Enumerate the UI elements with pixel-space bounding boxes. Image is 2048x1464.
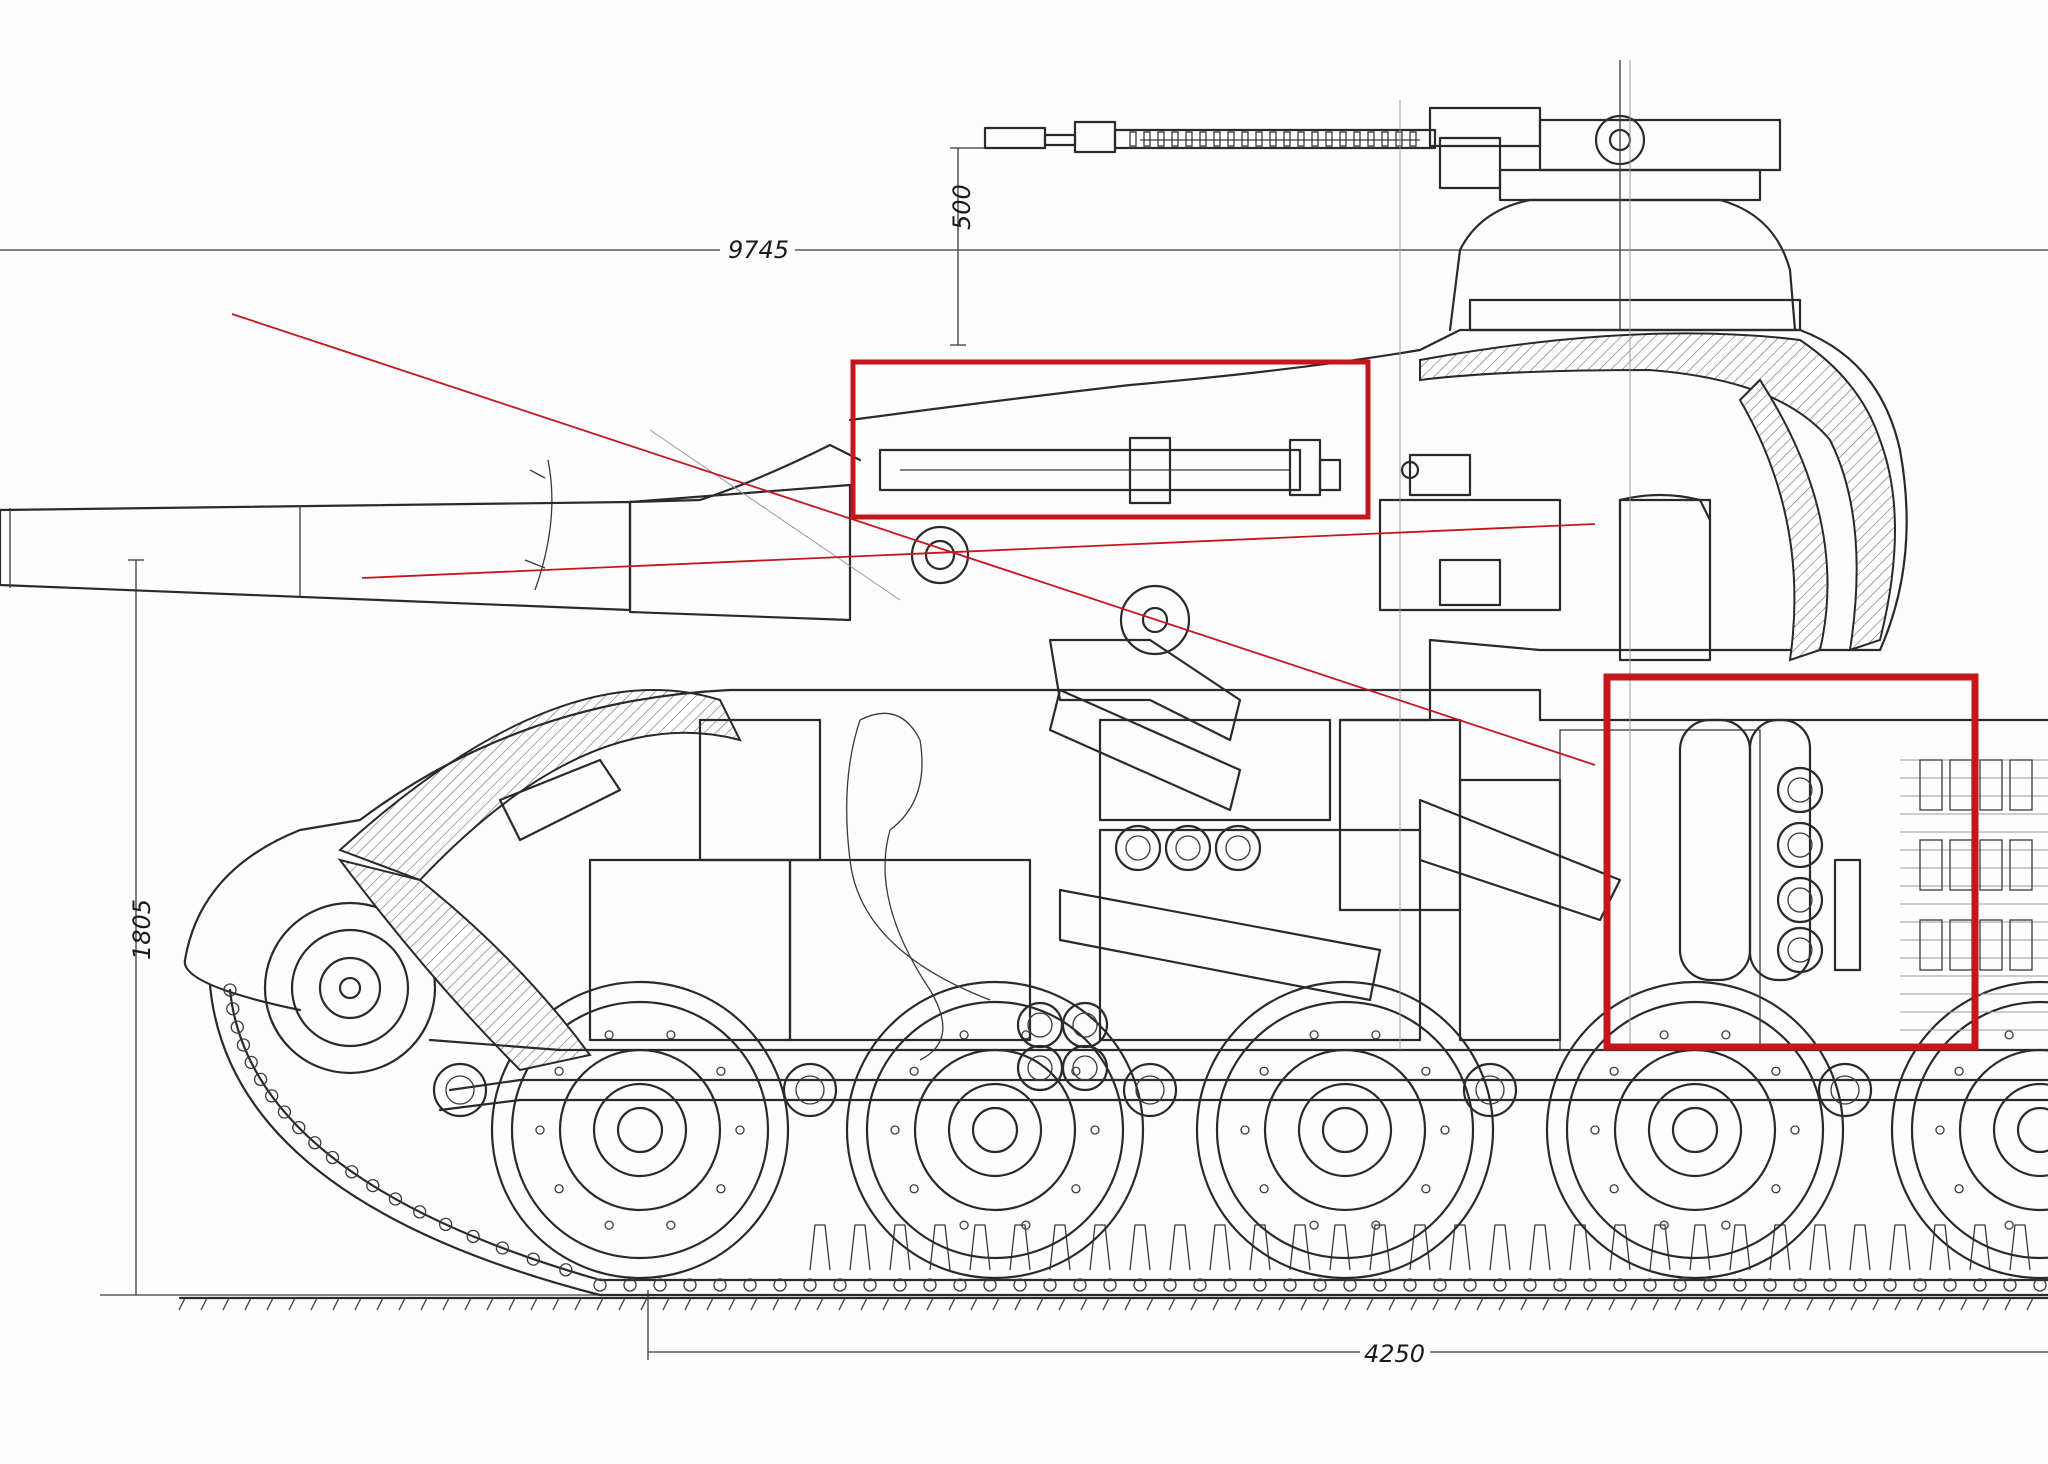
mg-height-label: 500 bbox=[948, 184, 976, 230]
dimension-overall-length: 9745 bbox=[0, 236, 2048, 264]
track-length-label: 4250 bbox=[1364, 1340, 1425, 1368]
return-rollers bbox=[432, 1062, 1873, 1118]
ammo-rack-highlight bbox=[1603, 673, 1979, 1051]
turret bbox=[848, 328, 1908, 812]
overall-length-label: 9745 bbox=[728, 236, 789, 264]
construction-lines bbox=[649, 60, 1631, 1050]
commander-cupola bbox=[1448, 60, 1802, 332]
main-gun bbox=[0, 443, 862, 622]
road-wheels bbox=[490, 980, 2048, 1280]
dimension-track-length: 4250 bbox=[647, 1290, 2048, 1368]
dimension-mg-height: 500 bbox=[948, 147, 1010, 346]
dimension-hull-height: 1805 bbox=[100, 559, 600, 1296]
idler-wheel bbox=[263, 901, 437, 1075]
ground-line bbox=[178, 1296, 2048, 1311]
hull bbox=[183, 688, 2048, 1092]
upper-turret-highlight bbox=[850, 359, 1371, 520]
hull-height-label: 1805 bbox=[128, 899, 156, 960]
anti-aircraft-mg bbox=[983, 106, 1542, 190]
red-sightlines bbox=[231, 313, 1596, 766]
gun-elevation-arc bbox=[524, 459, 553, 591]
